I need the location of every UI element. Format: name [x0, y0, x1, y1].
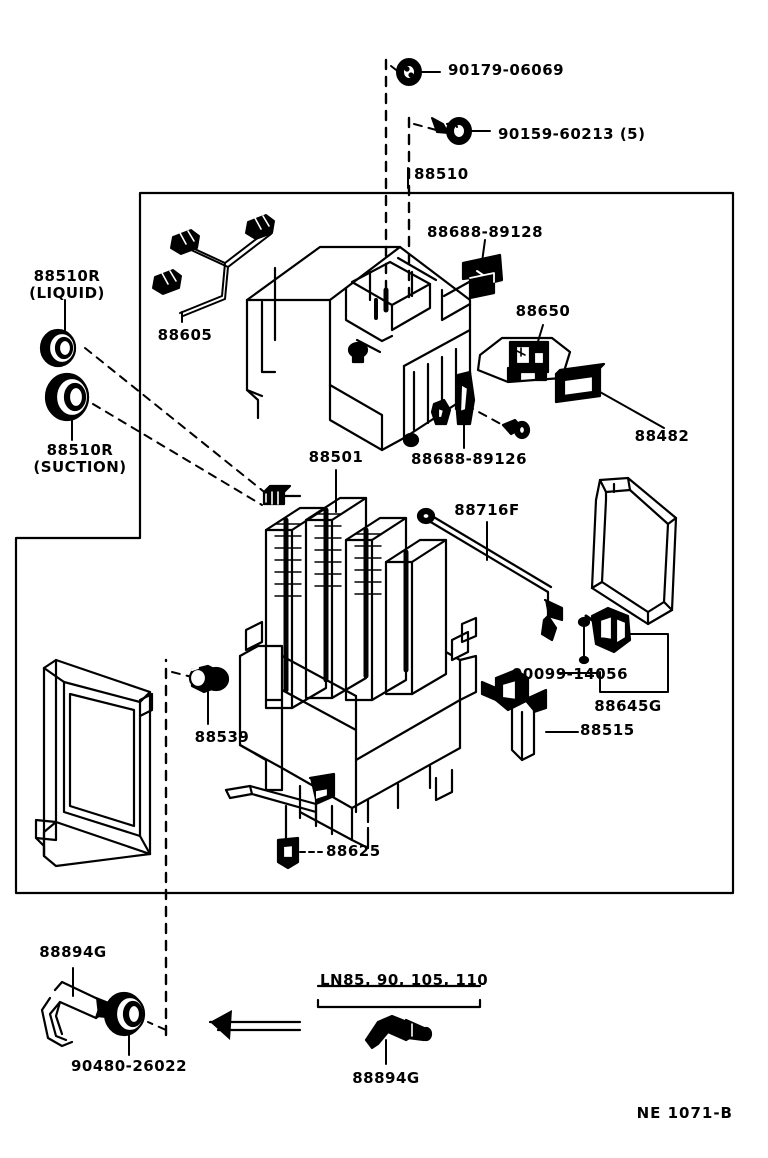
callout-label-88515: 88515	[580, 721, 635, 739]
border-outline	[14, 191, 735, 895]
callout-label-88625: 88625	[326, 842, 381, 860]
drain-hose-88894G-center	[364, 1014, 433, 1050]
callout-label-90099-14056: 90099-14056	[511, 665, 629, 683]
cover-88482	[554, 362, 606, 404]
callout-label-88510: 88510	[414, 165, 469, 183]
callout-label-88645G: 88645G	[594, 697, 662, 715]
leader-88688-89128	[481, 239, 486, 263]
clip-small	[430, 398, 452, 426]
bracket-88688-89128	[461, 253, 504, 300]
callout-label-88688-89126: 88688-89126	[410, 450, 528, 468]
pipe-88716F	[416, 507, 564, 642]
callout-label-88605: 88605	[157, 326, 213, 344]
hose-clip-90480	[103, 991, 146, 1037]
evaporator-core-88501	[262, 484, 448, 710]
model-note-bracket	[316, 984, 482, 1009]
wire-harness-88605	[152, 214, 275, 317]
leader-88650	[535, 324, 544, 349]
callout-label-88510R-suction: 88510R (SUCTION)	[33, 441, 127, 476]
screw-90159	[431, 117, 472, 145]
lower-case	[238, 616, 478, 850]
thermal-switch-88645G	[577, 606, 632, 665]
assembly-dashed-lines	[164, 58, 411, 1037]
bracket-88688-89126	[454, 370, 476, 426]
callout-label-88688-89128: 88688-89128	[426, 223, 544, 241]
callout-label-88482: 88482	[634, 427, 690, 445]
o-ring-suction-shape	[44, 372, 90, 422]
callout-label-88650: 88650	[515, 302, 571, 320]
screw-88688	[501, 418, 531, 440]
amplifier-88650	[476, 336, 572, 384]
callout-label-88510R-liquid: 88510R (LIQUID)	[29, 267, 105, 302]
seal-frame-right	[590, 476, 678, 626]
bulb-88539	[188, 664, 230, 694]
callout-label-88894G-left: 88894G	[39, 943, 107, 961]
callout-label-88894G-center: 88894G	[352, 1069, 420, 1087]
model-note-label: LN85, 90, 105, 110	[320, 971, 489, 989]
flow-arrow	[208, 1010, 302, 1040]
nut-90179	[396, 58, 422, 86]
sheet-code-label: NE 1071-B	[636, 1104, 733, 1122]
expansion-valve-88515	[480, 668, 548, 762]
callout-label-90159-60213: 90159-60213 (5)	[498, 125, 646, 143]
leader-88645G	[599, 633, 669, 693]
leader-88482	[599, 391, 665, 429]
callout-label-88501: 88501	[308, 448, 364, 466]
drain-clamp-88625	[224, 772, 336, 870]
callout-label-88539: 88539	[194, 728, 250, 746]
cooling-unit-case	[245, 245, 480, 452]
callout-label-90480-26022: 90480-26022	[70, 1057, 188, 1075]
seal-frame-left	[34, 658, 154, 868]
callout-label-90179-06069: 90179-06069	[448, 61, 565, 79]
o-ring-liquid-shape	[39, 328, 77, 368]
callout-label-88716F: 88716F	[454, 501, 520, 519]
